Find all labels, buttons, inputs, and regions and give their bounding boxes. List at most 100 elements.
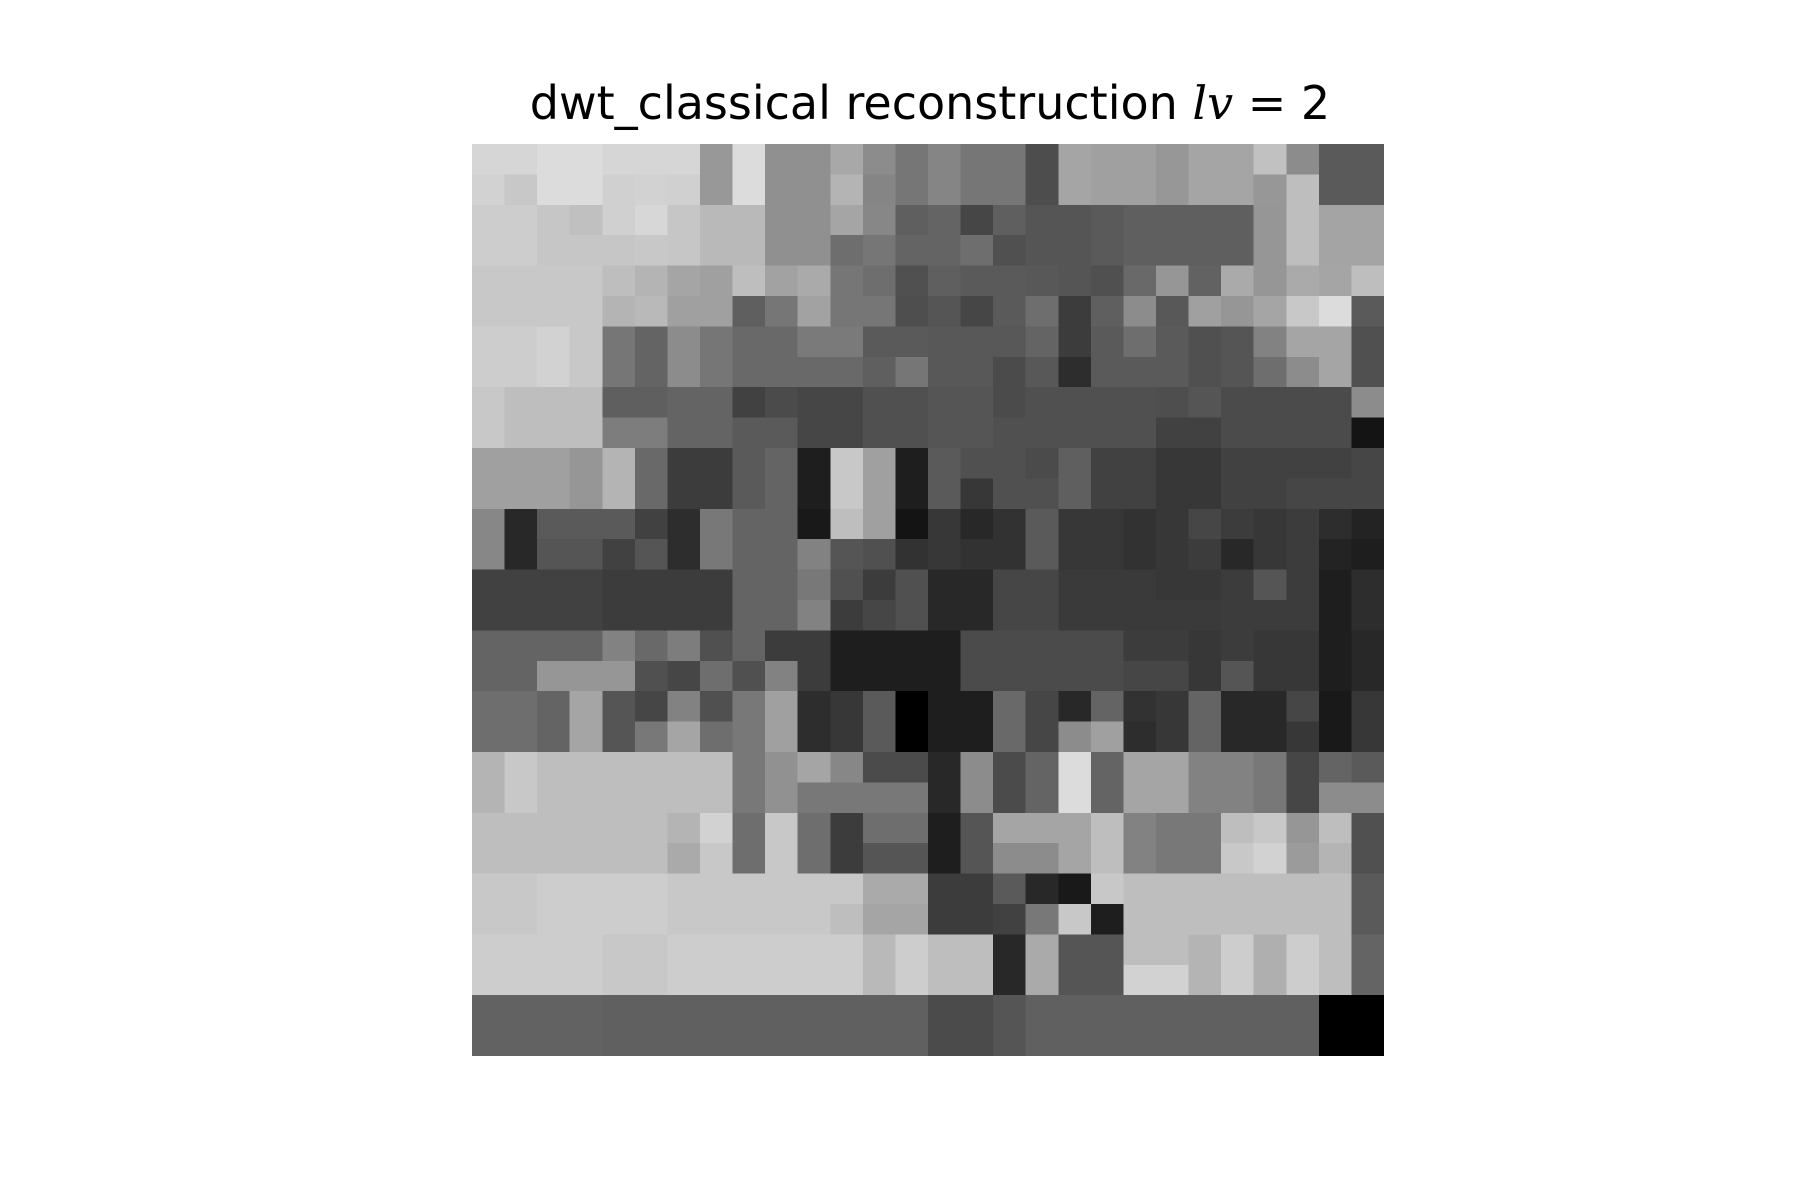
heatmap-cell <box>537 569 571 601</box>
heatmap-cell <box>1351 174 1384 206</box>
heatmap-cell <box>1123 204 1157 236</box>
heatmap-cell <box>472 204 506 236</box>
chart-title-variable: lv <box>1192 76 1234 130</box>
heatmap-cell <box>504 904 538 935</box>
heatmap-cell <box>928 995 962 1027</box>
heatmap-cell <box>667 934 701 966</box>
heatmap-cell <box>765 174 799 206</box>
heatmap-cell <box>1253 964 1287 996</box>
heatmap-cell <box>537 478 571 510</box>
heatmap-cell <box>1156 326 1190 358</box>
heatmap-cell <box>1156 478 1190 510</box>
heatmap-cell <box>1253 660 1287 692</box>
heatmap-cell <box>472 843 506 875</box>
heatmap-cell <box>634 265 669 297</box>
heatmap-cell <box>700 1025 734 1056</box>
heatmap-cell <box>1221 995 1255 1027</box>
heatmap-cell <box>602 934 636 966</box>
heatmap-cell <box>830 265 864 297</box>
heatmap-cell <box>1351 630 1384 662</box>
heatmap-cell <box>1253 356 1287 388</box>
heatmap-cell <box>797 782 831 814</box>
heatmap-cell <box>602 600 636 631</box>
heatmap-cell <box>1090 417 1125 449</box>
heatmap-cell <box>537 660 571 692</box>
heatmap-cell <box>1123 812 1157 844</box>
heatmap-cell <box>602 204 636 236</box>
heatmap-cell <box>732 630 766 662</box>
heatmap-cell <box>862 448 897 479</box>
heatmap-cell <box>732 296 766 327</box>
heatmap-cell <box>1351 417 1384 449</box>
heatmap-cell <box>472 326 506 358</box>
heatmap-cell <box>830 387 864 419</box>
heatmap-cell <box>1058 782 1092 814</box>
heatmap-cell <box>797 904 831 935</box>
heatmap-cell <box>602 508 636 540</box>
heatmap-cell <box>569 843 603 875</box>
heatmap-cell <box>830 934 864 966</box>
heatmap-cell <box>895 873 929 905</box>
heatmap-cell <box>1318 417 1353 449</box>
heatmap-cell <box>797 235 831 267</box>
heatmap-cell <box>1025 144 1059 175</box>
heatmap-cell <box>1090 1025 1125 1056</box>
heatmap-cell <box>765 296 799 327</box>
heatmap-cell <box>1351 508 1384 540</box>
heatmap-cell <box>634 356 669 388</box>
heatmap-cell <box>993 873 1027 905</box>
heatmap-cell <box>1090 873 1125 905</box>
heatmap-cell <box>472 569 506 601</box>
heatmap-cell <box>862 1025 897 1056</box>
heatmap-cell <box>1188 782 1222 814</box>
heatmap-cell <box>1221 691 1255 723</box>
heatmap-cell <box>1351 812 1384 844</box>
heatmap-cell <box>472 904 506 935</box>
heatmap-cell <box>667 174 701 206</box>
heatmap-cell <box>1025 539 1059 571</box>
heatmap-cell <box>700 600 734 631</box>
heatmap-cell <box>765 235 799 267</box>
heatmap-cell <box>895 964 929 996</box>
heatmap-cell <box>960 843 994 875</box>
heatmap-cell <box>960 721 994 753</box>
heatmap-cell <box>1123 144 1157 175</box>
heatmap-cell <box>569 478 603 510</box>
heatmap-cell <box>667 660 701 692</box>
heatmap-cell <box>993 508 1027 540</box>
heatmap-cell <box>732 387 766 419</box>
heatmap-cell <box>862 569 897 601</box>
heatmap-cell <box>504 539 538 571</box>
heatmap-cell <box>537 600 571 631</box>
heatmap-cell <box>1025 417 1059 449</box>
heatmap-cell <box>1123 174 1157 206</box>
heatmap-cell <box>993 934 1027 966</box>
heatmap-cell <box>634 235 669 267</box>
heatmap-cell <box>1253 600 1287 631</box>
heatmap-cell <box>602 265 636 297</box>
heatmap-cell <box>569 174 603 206</box>
heatmap-cell <box>993 691 1027 723</box>
heatmap-cell <box>1058 265 1092 297</box>
heatmap-cell <box>1156 995 1190 1027</box>
heatmap-cell <box>1351 539 1384 571</box>
heatmap-cell <box>862 812 897 844</box>
heatmap-cell <box>1090 356 1125 388</box>
heatmap-cell <box>667 417 701 449</box>
heatmap-cell <box>862 964 897 996</box>
heatmap-cell <box>1090 539 1125 571</box>
heatmap-cell <box>765 204 799 236</box>
heatmap-cell <box>732 478 766 510</box>
heatmap-cell <box>993 174 1027 206</box>
heatmap-cell <box>1253 204 1287 236</box>
heatmap-cell <box>993 812 1027 844</box>
heatmap-cell <box>862 843 897 875</box>
heatmap-cell <box>1025 478 1059 510</box>
heatmap-cell <box>928 417 962 449</box>
heatmap-cell <box>472 721 506 753</box>
heatmap-cell <box>1123 417 1157 449</box>
heatmap-cell <box>569 417 603 449</box>
heatmap-cell <box>472 1025 506 1056</box>
heatmap-cell <box>1025 204 1059 236</box>
heatmap-cell <box>732 843 766 875</box>
